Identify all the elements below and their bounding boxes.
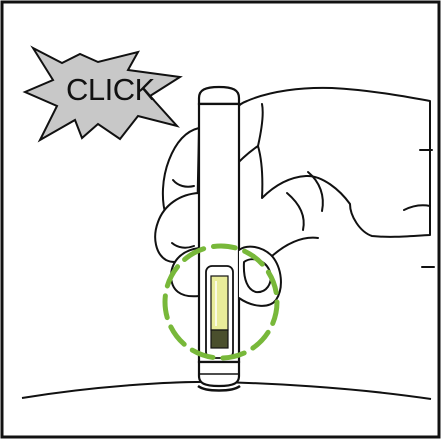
skin-contact-shadow [197, 384, 241, 392]
hand-contour [286, 192, 305, 231]
click-callout: CLICK [22, 45, 183, 143]
window-highlight-circle [162, 243, 280, 361]
click-label: CLICK [66, 72, 156, 107]
hand-outline [230, 86, 431, 238]
injection-pen-icon [197, 85, 241, 392]
pen-window-plunger [210, 329, 229, 349]
hand-contour [307, 171, 324, 212]
thumb-crease [271, 236, 319, 257]
hand-contour [257, 103, 264, 147]
starburst-icon [22, 45, 183, 143]
hand-contour [403, 204, 431, 211]
knuckle-crease [171, 242, 195, 249]
knuckle-crease [172, 179, 195, 188]
pen-window-liquid [210, 275, 229, 331]
pen-top-cap [197, 85, 241, 106]
thumb [238, 236, 319, 307]
